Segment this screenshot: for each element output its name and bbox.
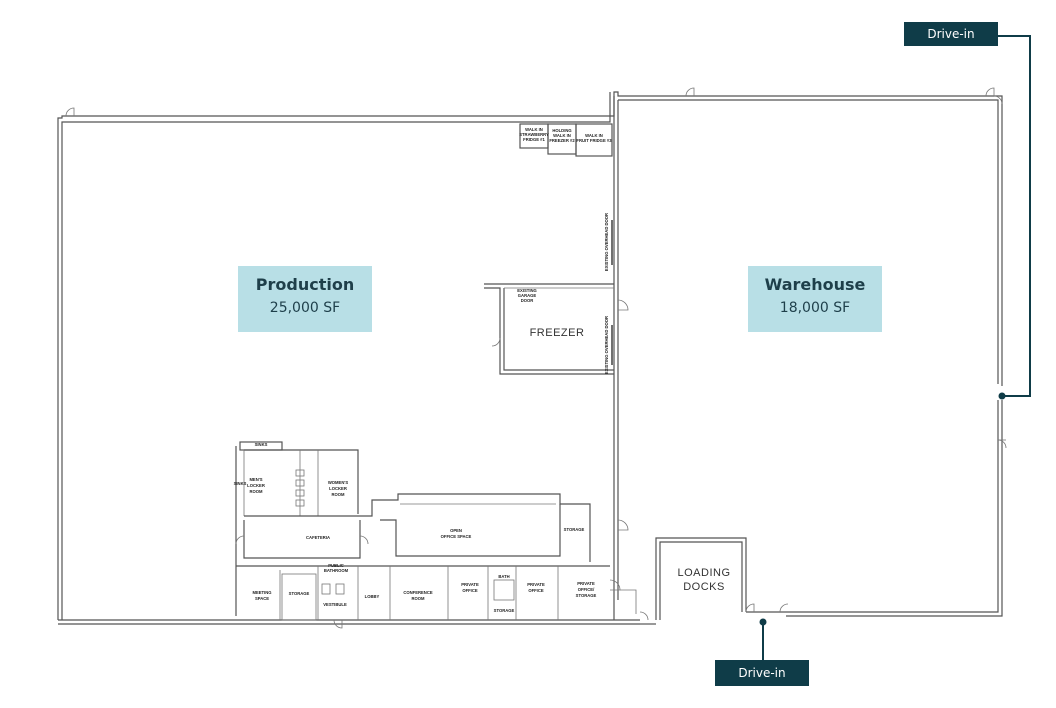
svg-text:PRIVATE: PRIVATE xyxy=(577,581,595,586)
production-walls xyxy=(57,87,1003,625)
warehouse-area-label: Warehouse 18,000 SF xyxy=(748,266,882,332)
svg-text:STORAGE: STORAGE xyxy=(289,591,310,596)
warehouse-size: 18,000 SF xyxy=(779,300,851,316)
sinks-left-label: SINKS xyxy=(234,481,247,486)
svg-text:FREEZER #2: FREEZER #2 xyxy=(549,138,575,143)
svg-text:ROOM: ROOM xyxy=(331,492,345,497)
overhead-door-label: EXISTING OVERHEAD DOOR xyxy=(604,316,609,374)
svg-text:SPACE: SPACE xyxy=(255,596,269,601)
freezer-room: EXISTING GARAGE DOOR FREEZER xyxy=(484,283,614,375)
svg-text:DOOR: DOOR xyxy=(521,298,534,303)
freezer-label: FREEZER xyxy=(530,327,585,339)
svg-text:EXISTING: EXISTING xyxy=(517,288,537,293)
svg-text:MEN'S: MEN'S xyxy=(249,477,262,482)
svg-text:STRAWBERRY: STRAWBERRY xyxy=(519,132,549,137)
svg-text:OFFICE/: OFFICE/ xyxy=(578,587,595,592)
svg-text:PUBLIC: PUBLIC xyxy=(328,563,344,568)
svg-text:PRIVATE: PRIVATE xyxy=(527,582,545,587)
svg-text:WALK IN: WALK IN xyxy=(553,133,571,138)
drive-in-tag-bottom: Drive-in xyxy=(715,660,809,686)
svg-text:FRUIT FRIDGE #3: FRUIT FRIDGE #3 xyxy=(576,138,612,143)
svg-text:LOBBY: LOBBY xyxy=(365,594,380,599)
svg-text:VESTIBULE: VESTIBULE xyxy=(323,602,347,607)
svg-text:OFFICE: OFFICE xyxy=(528,588,544,593)
warehouse-name: Warehouse xyxy=(764,275,866,294)
walk-in-strawberry-label: WALK IN xyxy=(525,127,543,132)
svg-text:GARAGE: GARAGE xyxy=(518,293,537,298)
svg-text:BATH: BATH xyxy=(498,574,509,579)
svg-text:LOCKER: LOCKER xyxy=(329,486,347,491)
drive-in-marker-east xyxy=(998,392,1006,400)
office-block: SINKS SINKS MEN'S LOCKER ROOM WOMEN'S LO… xyxy=(234,441,649,629)
svg-text:MEETING: MEETING xyxy=(252,590,271,595)
warehouse-walls xyxy=(611,96,1007,620)
svg-text:STORAGE: STORAGE xyxy=(494,608,515,613)
svg-text:WOMEN'S: WOMEN'S xyxy=(328,480,349,485)
drive-in-leaders xyxy=(759,35,1031,660)
svg-text:FRIDGE #1: FRIDGE #1 xyxy=(523,137,545,142)
svg-text:ROOM: ROOM xyxy=(249,489,263,494)
production-area-label: Production 25,000 SF xyxy=(238,266,372,332)
svg-text:OFFICE: OFFICE xyxy=(462,588,478,593)
svg-text:STORAGE: STORAGE xyxy=(564,527,585,532)
svg-text:CAFETERIA: CAFETERIA xyxy=(306,535,330,540)
svg-text:ROOM: ROOM xyxy=(411,596,425,601)
drive-in-tag-top: Drive-in xyxy=(904,22,998,46)
svg-text:STORAGE: STORAGE xyxy=(576,593,597,598)
drive-in-marker-south xyxy=(759,618,767,626)
sinks-top-label: SINKS xyxy=(255,442,268,447)
svg-text:OPEN: OPEN xyxy=(450,528,462,533)
production-name: Production xyxy=(255,275,355,294)
svg-text:LOCKER: LOCKER xyxy=(247,483,265,488)
svg-text:OFFICE SPACE: OFFICE SPACE xyxy=(441,534,472,539)
svg-text:BATHROOM: BATHROOM xyxy=(324,568,349,573)
walk-in-fruit-label: WALK IN xyxy=(585,133,603,138)
svg-text:DOCKS: DOCKS xyxy=(683,581,725,593)
walk-in-coolers: WALK IN STRAWBERRY FRIDGE #1 HOLDING WAL… xyxy=(519,123,613,157)
svg-text:PRIVATE: PRIVATE xyxy=(461,582,479,587)
overhead-door-label: EXISTING OVERHEAD DOOR xyxy=(604,213,609,271)
loading-docks: LOADING DOCKS xyxy=(640,537,789,625)
svg-text:CONFERENCE: CONFERENCE xyxy=(403,590,433,595)
production-size: 25,000 SF xyxy=(269,300,341,316)
loading-docks-label: LOADING xyxy=(677,567,730,579)
holding-freezer-label: HOLDING xyxy=(552,128,571,133)
